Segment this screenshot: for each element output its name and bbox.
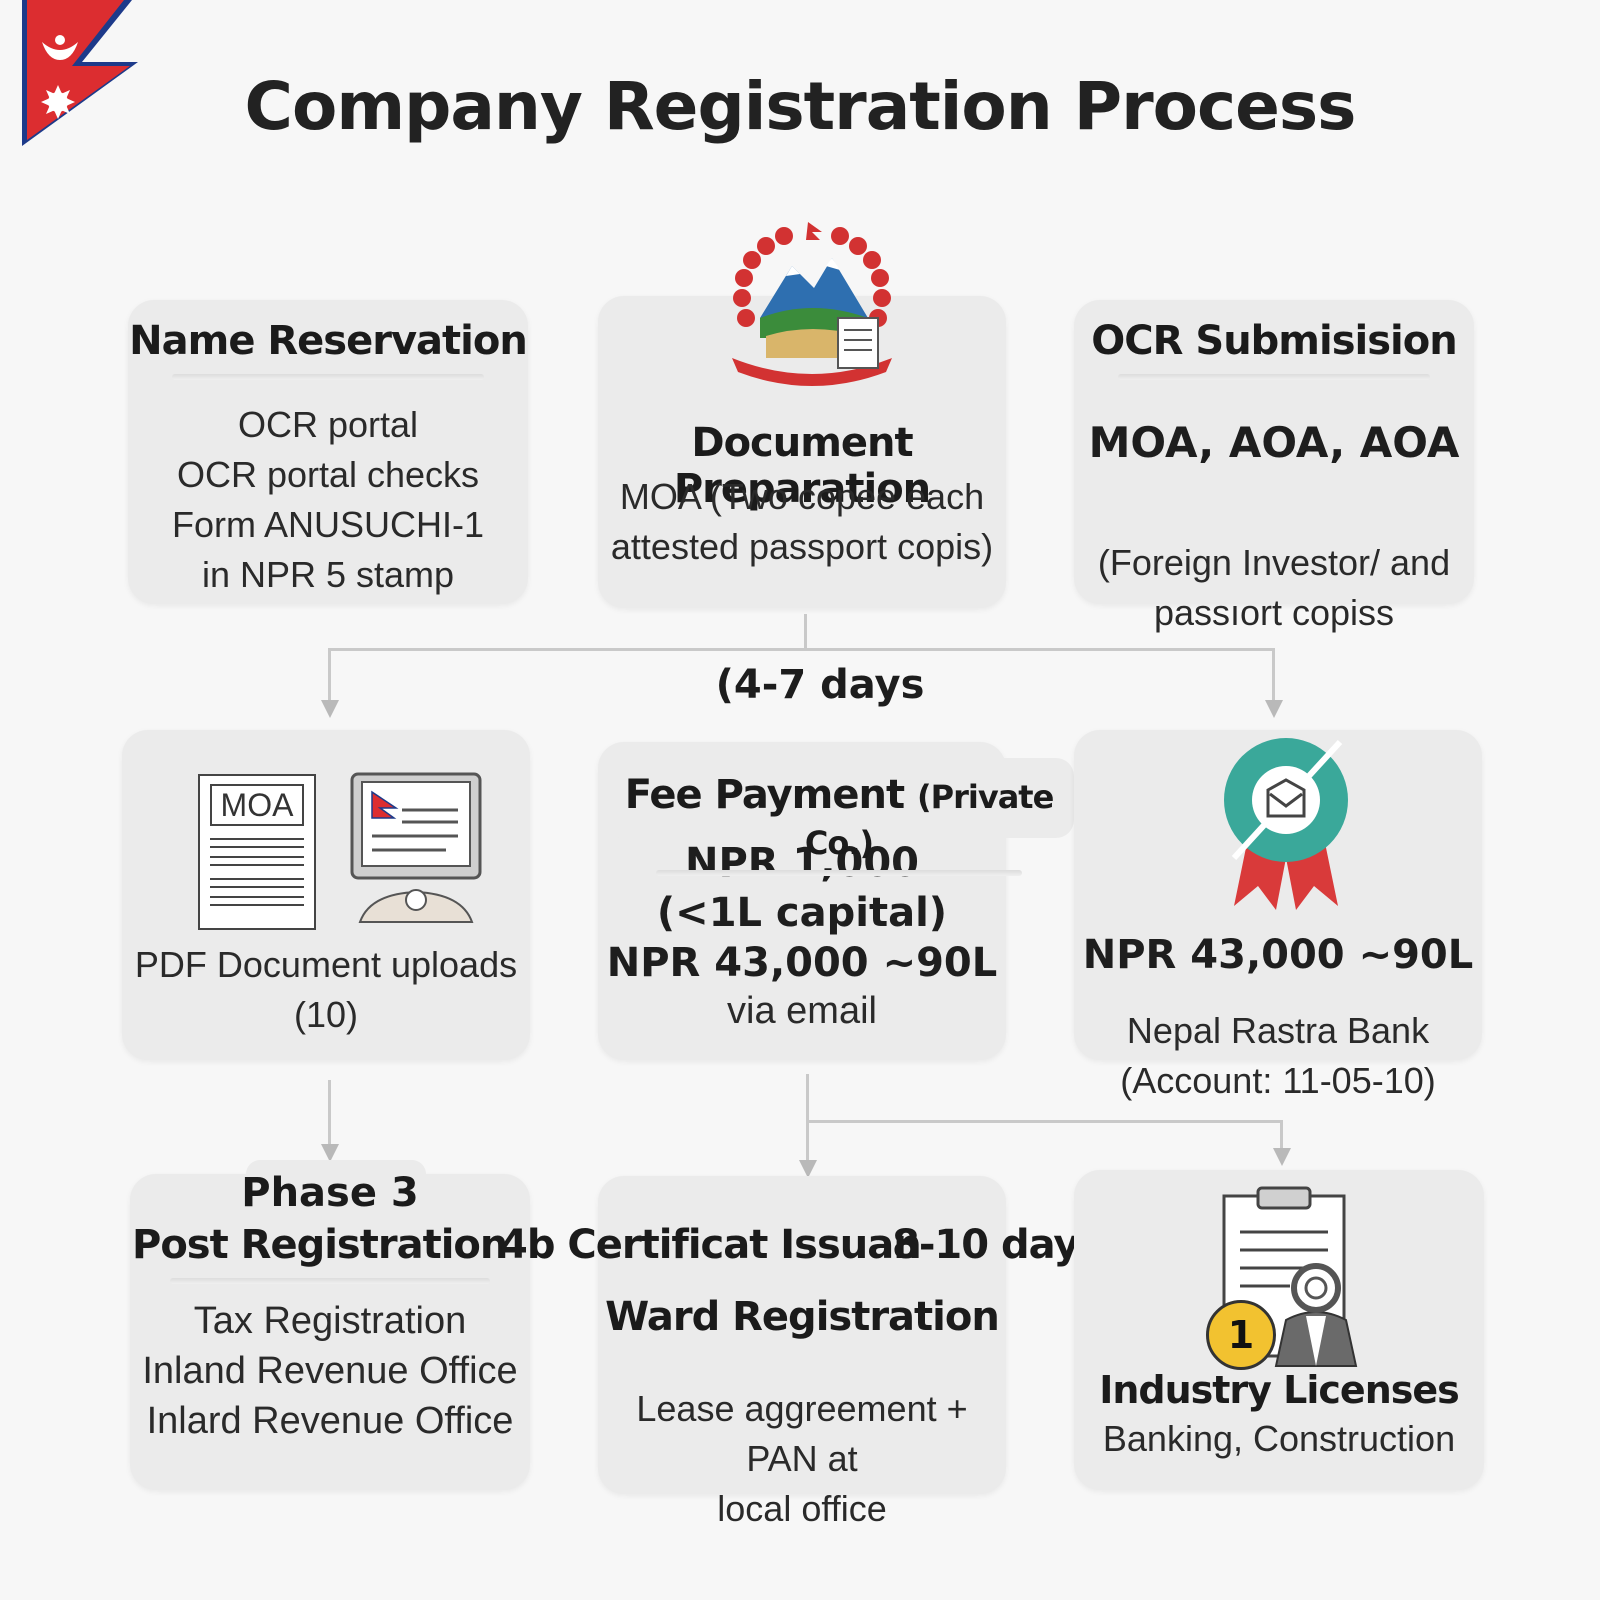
- card-title: Industry Licenses: [1099, 1368, 1460, 1412]
- connector-line: [806, 1074, 809, 1162]
- arrow-down-icon: [799, 1160, 817, 1178]
- card-text: via email: [727, 990, 877, 1032]
- number-badge: 1: [1206, 1300, 1276, 1370]
- name-reservation-card: Name Reservation OCR portal OCR portal c…: [128, 300, 528, 604]
- moa-document-icon: MOA: [198, 774, 316, 930]
- arrow-down-icon: [321, 1144, 339, 1162]
- arrow-down-icon: [1273, 1148, 1291, 1166]
- arrow-down-icon: [321, 700, 339, 718]
- card-text: (Foreign Investor/ and passıort copiss: [1097, 542, 1451, 633]
- ward-registration-card: Ward Registration Lease aggreement + PAN…: [598, 1176, 1006, 1529]
- post-registration-title: Post Registration: [132, 1222, 508, 1268]
- connector-line: [1272, 648, 1275, 700]
- page-title: Company Registration Process: [244, 68, 1357, 145]
- card-text: NPR 1,000 (<1L capital) NPR 43,000 ~90L: [606, 840, 998, 986]
- card-amount: NPR 43,000 ~90L: [1082, 932, 1474, 978]
- card-title: OCR Submisision: [1074, 318, 1474, 380]
- moa-label: MOA: [210, 784, 304, 826]
- card-title: Name Reservation: [128, 318, 528, 380]
- card-text: MOA (Two copee each attested passport co…: [610, 476, 994, 567]
- card-text: Nepal Rastra Bank (Account: 11-05-10): [1120, 1010, 1436, 1101]
- certificate-title: 4b Certificat Issuan: [500, 1222, 922, 1268]
- card-subtitle: MOA, AOA, AOA: [1088, 418, 1460, 467]
- nepal-emblem-icon: [732, 222, 892, 386]
- connector-line: [804, 614, 807, 650]
- card-title: Document Preparation: [673, 420, 931, 512]
- post-registration-card: Tax Registration Inland Revenue Office I…: [130, 1174, 530, 1490]
- computer-monitor-icon: [350, 772, 482, 923]
- card-text: Lease aggreement + PAN at local office: [636, 1388, 968, 1529]
- card-text: Tax Registration Inland Revenue Office I…: [142, 1300, 518, 1442]
- duration-label: (4-7 days: [715, 662, 925, 708]
- arrow-down-icon: [1265, 700, 1283, 718]
- card-divider: [170, 1278, 490, 1284]
- connector-line: [1280, 1120, 1283, 1150]
- certificate-days: 8-10 days: [892, 1222, 1102, 1268]
- phase-tab: [246, 1160, 426, 1200]
- fee-payment-title: Fee Payment (Private Co.): [604, 758, 1074, 876]
- card-subtitle: Ward Registration: [605, 1294, 1000, 1340]
- connector-line: [806, 1120, 1282, 1123]
- connector-line: [328, 1080, 331, 1146]
- seal-ribbon-icon: [1224, 738, 1348, 910]
- nepal-flag-icon: [22, 0, 138, 146]
- card-text: OCR portal OCR portal checks Form ANUSUC…: [171, 404, 485, 595]
- card-text: PDF Document uploads (10): [134, 944, 518, 1035]
- card-text: Banking, Construction: [1102, 1418, 1456, 1459]
- connector-line: [328, 648, 1274, 651]
- ocr-submission-card: OCR Submisision MOA, AOA, AOA (Foreign I…: [1074, 300, 1474, 633]
- connector-line: [328, 648, 331, 700]
- phase-label: Phase 3: [241, 1170, 419, 1216]
